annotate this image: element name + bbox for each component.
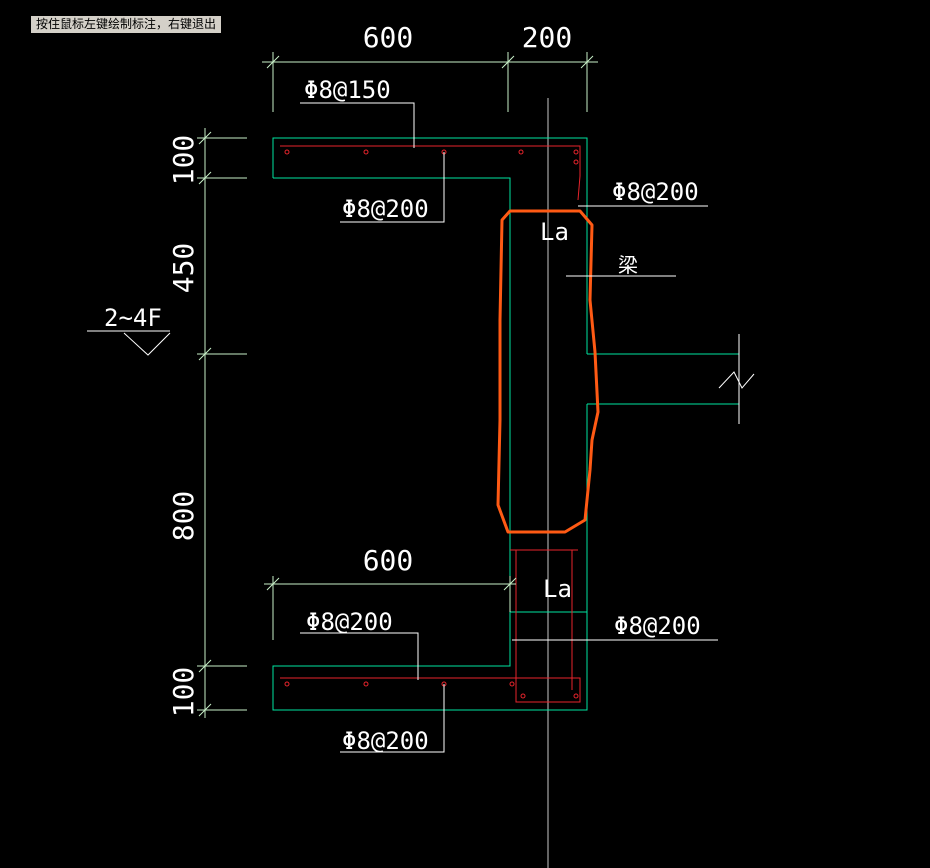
dim-bottom-flange-height: 100 xyxy=(167,667,200,718)
anchorage-highlight xyxy=(496,209,600,534)
floor-level-label: 2~4F xyxy=(104,304,162,332)
dim-right-width: 200 xyxy=(522,21,573,54)
dim-lower-height: 800 xyxy=(167,491,200,542)
rebar-right-lower: Φ8@200 xyxy=(614,612,701,640)
rebar-top-flange-stirrup: Φ8@200 xyxy=(342,195,429,223)
dim-bottom-width: 600 xyxy=(363,544,414,577)
rebar-dots xyxy=(284,149,579,699)
rebar-bottom-flange-long: Φ8@200 xyxy=(306,608,393,636)
dim-top-width: 600 xyxy=(363,21,414,54)
rebar-bottom-flange-stirrup: Φ8@200 xyxy=(342,727,429,755)
dim-top-flange-height: 100 xyxy=(167,135,200,186)
anchor-label-upper: La xyxy=(540,218,569,246)
rebar-right-upper: Φ8@200 xyxy=(612,178,699,206)
command-prompt-tooltip: 按住鼠标左键绘制标注，右键退出 xyxy=(31,16,222,33)
dim-upper-height: 450 xyxy=(167,243,200,294)
anchor-label-lower: La xyxy=(543,575,572,603)
rebar-top-flange-long: Φ8@150 xyxy=(304,76,391,104)
dimension-lines xyxy=(197,52,598,718)
beam-label: 梁 xyxy=(618,253,638,277)
beam-break-line xyxy=(718,334,755,424)
leader-lines xyxy=(87,102,718,753)
rebar-lines xyxy=(280,145,581,703)
